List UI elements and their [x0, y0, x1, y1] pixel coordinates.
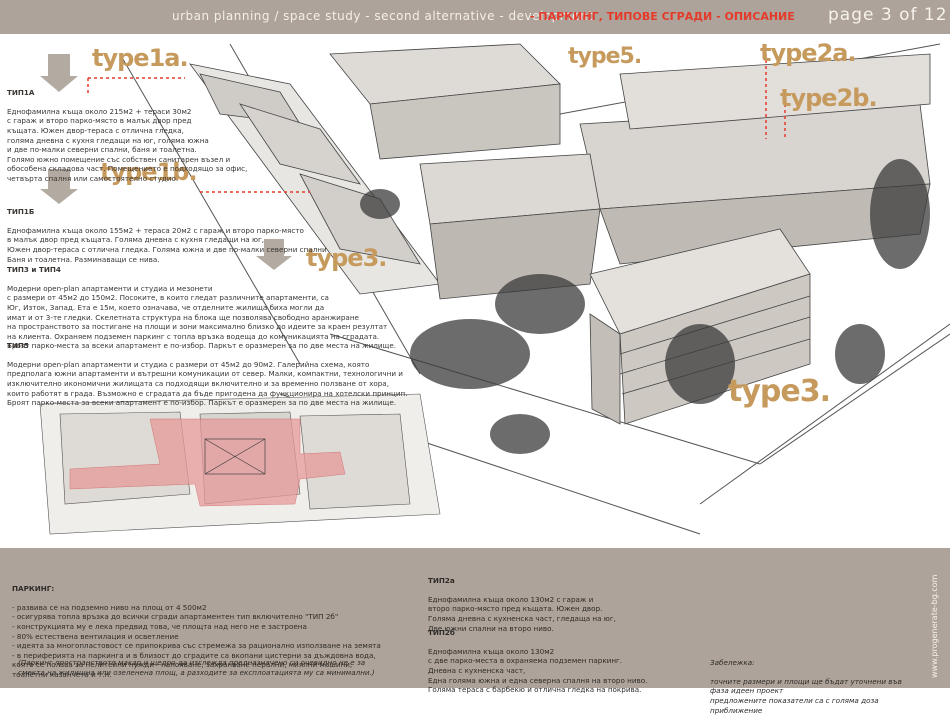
tip34-title: ТИП3 и ТИП4 [7, 264, 61, 274]
header-bar: urban planning / space study - second al… [0, 0, 950, 34]
tip2b-block: ТИП2б Еднофамилна къща около 130м2 с две… [428, 618, 658, 704]
illustration-area: type1a. type1b. type5. type2a. type2b. t… [0, 34, 950, 548]
parking-note: (Паркинг пространството макар и щедро да… [18, 658, 375, 677]
tip1a-block: ТИП1А Еднофамилна къща около 215м2 + тер… [7, 78, 267, 193]
tip1b-title: ТИП1Б [7, 206, 35, 216]
tip34-body: Модерни open-plan апартаменти и студиа и… [7, 283, 397, 351]
tip5-body: Модерни open-plan апартаменти и студиа с… [7, 359, 408, 408]
parking-body: - развива се на подземно ниво на площ от… [12, 602, 381, 679]
tip1a-title: ТИП1А [7, 87, 35, 97]
tag-type5: type5. [568, 44, 642, 69]
tag-type1a: type1a. [92, 44, 189, 72]
page-number: page 3 of 12 [828, 5, 948, 25]
note-body: точните размери и площи ще бъдат уточнен… [710, 676, 902, 715]
tip1b-block: ТИП1Б Еднофамилна къща около 155м2 + тер… [7, 197, 347, 274]
tip5-title: ТИП5 [7, 340, 29, 350]
tag-type3-left: type3. [306, 244, 387, 272]
tag-type1b: type1b. [100, 158, 198, 186]
tip2a-body: Еднофамилна къща около 130м2 с гараж и в… [428, 594, 616, 633]
tag-type2b: type2b. [780, 84, 878, 112]
page-subtitle: - ПАРКИНГ, ТИПОВЕ СГРАДИ - ОПИСАНИЕ [530, 10, 795, 23]
note-title: Забележка: [710, 657, 755, 667]
website-link[interactable]: www.progenerate-bg.com [930, 574, 939, 678]
study-title: urban planning / space study - second al… [172, 9, 594, 23]
tip1a-body: Еднофамилна къща около 215м2 + тераси 30… [7, 106, 248, 183]
footer-band: ПАРКИНГ: - развива се на подземно ниво н… [0, 548, 950, 715]
tip2a-block: ТИП2а Еднофамилна къща около 130м2 с гар… [428, 566, 628, 643]
tip2a-title: ТИП2а [428, 575, 455, 585]
tip34-block: ТИП3 и ТИП4 Модерни open-plan апартамент… [7, 255, 407, 361]
parking-block: ПАРКИНГ: - развива се на подземно ниво н… [12, 574, 412, 689]
tag-type3-right: type3. [728, 374, 831, 409]
tip2b-title: ТИП2б [428, 627, 455, 637]
site-sketch [39, 43, 950, 535]
note-block: Забележка: точните размери и площи ще бъ… [710, 648, 910, 725]
website-vertical: www.progenerate-bg.com [930, 560, 944, 680]
tip5-block: ТИП5 Модерни open-plan апартаменти и сту… [7, 331, 417, 417]
tip1b-body: Еднофамилна къща около 155м2 + тераса 20… [7, 225, 327, 264]
tag-type2a: type2a. [760, 39, 857, 67]
parking-title: ПАРКИНГ: [12, 583, 55, 593]
